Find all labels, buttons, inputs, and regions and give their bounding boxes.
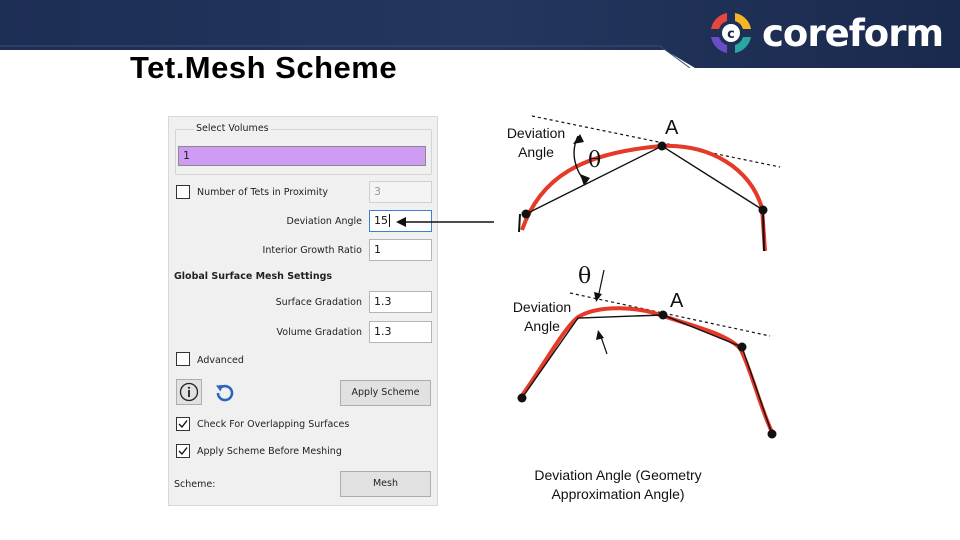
tetmesh-panel: Select Volumes 1 Number of Tets in Proxi…	[168, 116, 438, 506]
caption-line1: Deviation Angle (Geometry	[534, 467, 702, 483]
select-volumes-input[interactable]: 1	[178, 146, 426, 166]
volume-gradation-input[interactable]: 1.3	[369, 321, 432, 343]
brand-name: coreform	[762, 11, 944, 55]
deviation-angle-label: Deviation Angle	[286, 216, 363, 227]
info-button[interactable]	[176, 379, 202, 405]
surface-gradation-input[interactable]: 1.3	[369, 291, 432, 313]
check-overlapping-checkbox[interactable]	[176, 417, 190, 431]
top-theta: θ	[588, 148, 602, 173]
interior-growth-label: Interior Growth Ratio	[262, 245, 362, 256]
bottom-theta: θ	[578, 264, 592, 289]
top-angle-label-line1: Deviation	[506, 125, 566, 141]
checkmark-icon	[178, 420, 188, 429]
top-angle-label-line2: Angle	[518, 144, 554, 160]
apply-before-meshing-label: Apply Scheme Before Meshing	[197, 446, 342, 457]
bottom-angle-label: Deviation Angle	[506, 298, 578, 336]
top-deviation-diagram	[518, 115, 781, 252]
advanced-label: Advanced	[197, 355, 244, 366]
global-surface-heading: Global Surface Mesh Settings	[174, 271, 333, 282]
select-volumes-group: Select Volumes	[175, 123, 432, 175]
top-point-label: A	[665, 117, 679, 139]
bottom-angle-label-line1: Deviation	[512, 299, 572, 315]
page-title: Tet.Mesh Scheme	[130, 50, 398, 85]
advanced-checkbox[interactable]	[176, 352, 190, 366]
interior-growth-input[interactable]: 1	[369, 239, 432, 261]
bottom-angle-label-line2: Angle	[524, 318, 560, 334]
svg-text:c: c	[727, 27, 735, 42]
check-overlapping-label: Check For Overlapping Surfaces	[197, 419, 350, 430]
coreform-logo: c coreform	[708, 10, 944, 56]
caption-line2: Approximation Angle)	[551, 486, 685, 502]
coreform-logo-icon: c	[711, 13, 751, 53]
info-icon	[179, 382, 199, 402]
mesh-button[interactable]: Mesh	[340, 471, 431, 497]
checkmark-icon	[178, 447, 188, 456]
apply-scheme-button[interactable]: Apply Scheme	[340, 380, 431, 406]
volume-gradation-label: Volume Gradation	[276, 327, 363, 338]
num-tets-input[interactable]: 3	[369, 181, 432, 203]
select-volumes-label: Select Volumes	[194, 123, 271, 134]
deviation-angle-value: 15	[374, 214, 388, 227]
reset-icon	[216, 384, 234, 402]
diagram-caption: Deviation Angle (Geometry Approximation …	[506, 466, 730, 504]
bottom-point-label: A	[670, 290, 684, 312]
top-angle-label: Deviation Angle	[500, 124, 572, 162]
surface-gradation-label: Surface Gradation	[275, 297, 362, 308]
apply-before-meshing-checkbox[interactable]	[176, 444, 190, 458]
scheme-label: Scheme:	[174, 479, 216, 490]
num-tets-label: Number of Tets in Proximity	[197, 187, 329, 198]
pointer-arrow	[396, 217, 494, 227]
reset-button[interactable]	[212, 381, 236, 405]
bottom-deviation-diagram	[517, 269, 777, 439]
num-tets-checkbox[interactable]	[176, 185, 190, 199]
